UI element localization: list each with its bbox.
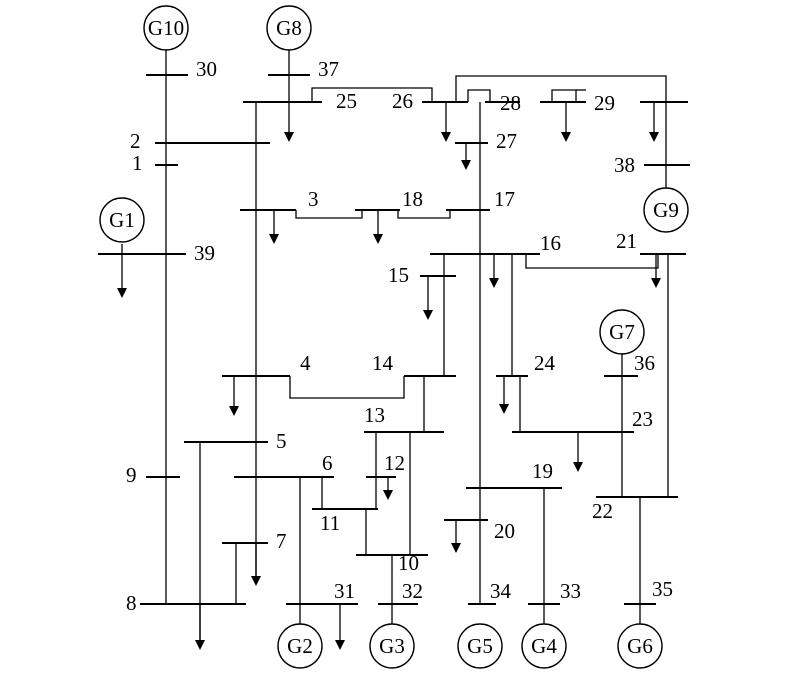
- line-28-29: [551, 89, 577, 102]
- bus-label-17: 17: [494, 187, 515, 211]
- bus-label-12: 12: [384, 451, 405, 475]
- bus-label-27: 27: [496, 129, 517, 153]
- load-arrow-3: [269, 210, 279, 244]
- line-4-14: [289, 376, 405, 399]
- bus-label-8: 8: [126, 591, 137, 615]
- bus-label-3: 3: [308, 187, 319, 211]
- generator-g8: G8: [266, 5, 312, 51]
- bus-label-21: 21: [616, 229, 637, 253]
- bus-label-2: 2: [130, 129, 141, 153]
- bus-label-26: 26: [392, 89, 413, 113]
- generator-label-g10: G10: [148, 16, 184, 40]
- load-arrow-25: [284, 102, 294, 142]
- load-arrow-23: [573, 432, 583, 472]
- bus-label-9: 9: [126, 463, 137, 487]
- bus-label-16: 16: [540, 231, 561, 255]
- generator-g7: G7: [599, 309, 645, 355]
- bus-label-23: 23: [632, 407, 653, 431]
- generator-label-g3: G3: [379, 634, 405, 658]
- bus-label-14: 14: [372, 351, 394, 375]
- generator-label-g9: G9: [653, 198, 679, 222]
- generator-g4: G4: [521, 623, 567, 669]
- bus-label-29: 29: [594, 91, 615, 115]
- load-arrow-4: [229, 376, 239, 416]
- load-arrow-26: [441, 102, 451, 142]
- bus-label-6: 6: [322, 451, 333, 475]
- load-arrow-8: [195, 604, 205, 650]
- generator-label-g2: G2: [287, 634, 313, 658]
- bus-label-28: 28: [500, 91, 521, 115]
- generator-g3: G3: [369, 623, 415, 669]
- bus-label-36: 36: [634, 351, 655, 375]
- load-arrow-39: [117, 254, 127, 298]
- generator-label-g5: G5: [467, 634, 493, 658]
- bus-label-19: 19: [532, 459, 553, 483]
- generator-g2: G2: [277, 623, 323, 669]
- generator-g5: G5: [457, 623, 503, 669]
- bus-label-30: 30: [196, 57, 217, 81]
- bus-label-1: 1: [132, 151, 143, 175]
- bus-label-31: 31: [334, 579, 355, 603]
- load-arrow-31: [335, 604, 345, 650]
- load-arrow-29: [649, 102, 659, 142]
- bus-labels: 30 37 25 26 28 29 2 27 1 38 3 18 17 39 1…: [126, 57, 673, 615]
- line-26-28: [467, 89, 491, 102]
- bus-label-24: 24: [534, 351, 556, 375]
- transmission-lines: [121, 47, 669, 640]
- generator-g10: G10: [143, 5, 189, 51]
- load-arrow-24: [499, 376, 509, 414]
- load-arrow-15: [423, 276, 433, 320]
- bus-label-10: 10: [398, 551, 419, 575]
- load-arrow-28: [561, 102, 571, 142]
- line-26-29: [455, 75, 667, 188]
- generator-label-g8: G8: [276, 16, 302, 40]
- load-arrow-16: [489, 254, 499, 288]
- load-arrow-18: [373, 210, 383, 244]
- bus-label-34: 34: [490, 579, 512, 603]
- bus-label-20: 20: [494, 519, 515, 543]
- generator-g6: G6: [617, 623, 663, 669]
- generator-g1: G1: [99, 197, 145, 243]
- bus-label-39: 39: [194, 241, 215, 265]
- bus-label-11: 11: [320, 511, 340, 535]
- load-arrow-27: [461, 143, 471, 170]
- generator-g9: G9: [643, 187, 689, 233]
- generators: G10 G8 G1 G9 G7 G2 G3 G5: [99, 5, 689, 669]
- bus-label-4: 4: [300, 351, 311, 375]
- line-18-17: [397, 210, 451, 219]
- line-3-18: [295, 210, 363, 219]
- generator-label-g7: G7: [609, 320, 635, 344]
- load-arrow-7: [251, 543, 261, 586]
- bus-label-22: 22: [592, 499, 613, 523]
- generator-label-g4: G4: [531, 634, 557, 658]
- bus-label-15: 15: [388, 263, 409, 287]
- load-arrow-12: [383, 477, 393, 500]
- bus-label-25: 25: [336, 89, 357, 113]
- line-25-26: [311, 87, 433, 102]
- bus-label-37: 37: [318, 57, 339, 81]
- generator-label-g6: G6: [627, 634, 653, 658]
- bus-label-32: 32: [402, 579, 423, 603]
- generator-label-g1: G1: [109, 208, 135, 232]
- loads: [117, 102, 661, 650]
- load-arrow-21: [651, 254, 661, 288]
- bus-label-35: 35: [652, 577, 673, 601]
- bus-label-33: 33: [560, 579, 581, 603]
- load-arrow-20: [451, 520, 461, 553]
- bus-label-7: 7: [276, 529, 287, 553]
- bus-label-38: 38: [614, 153, 635, 177]
- bus-label-18: 18: [402, 187, 423, 211]
- line-16-21: [525, 254, 659, 269]
- bus-label-13: 13: [364, 403, 385, 427]
- bus-label-5: 5: [276, 429, 287, 453]
